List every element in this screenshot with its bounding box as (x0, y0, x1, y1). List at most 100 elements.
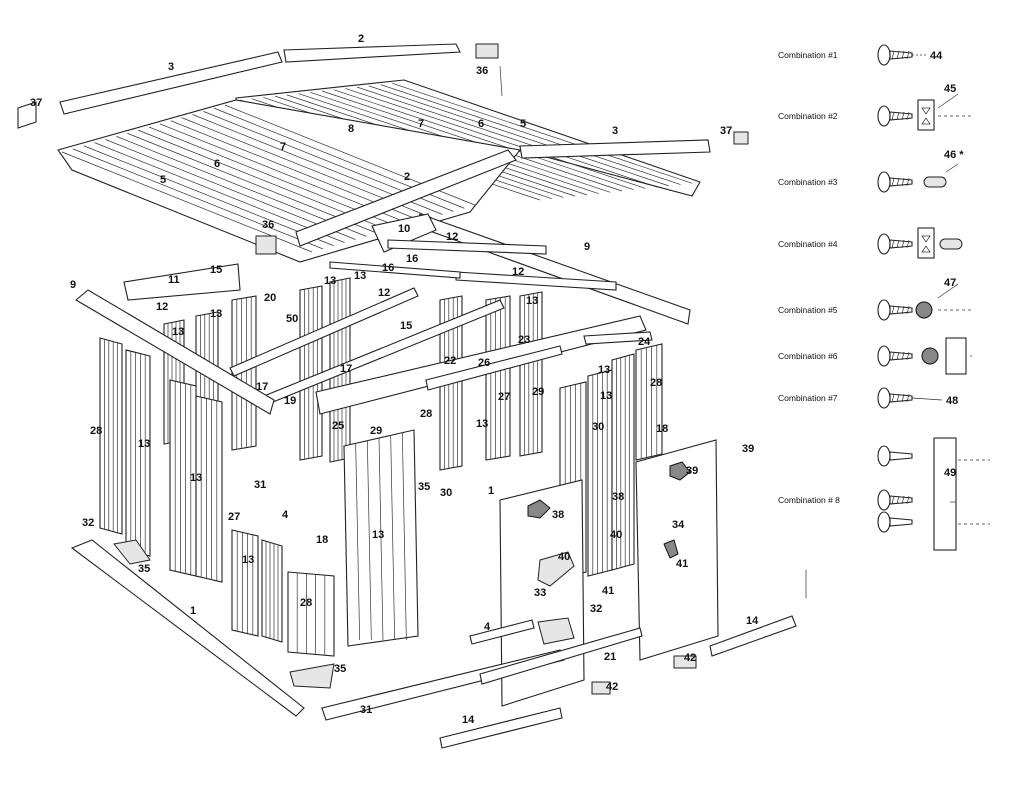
callout-5: 5 (160, 174, 166, 186)
roof-trim-right (519, 139, 711, 159)
callout-24: 24 (638, 336, 651, 348)
callout-29: 29 (370, 425, 382, 437)
callout-35: 35 (138, 563, 150, 575)
combination-part-number: 47 (944, 277, 956, 289)
callout-16: 16 (382, 262, 394, 274)
callout-23: 23 (518, 334, 530, 346)
callout-31: 31 (254, 479, 266, 491)
callout-7: 7 (418, 118, 424, 130)
callout-1: 1 (190, 605, 196, 617)
callout-39: 39 (742, 443, 754, 455)
callout-32: 32 (82, 517, 94, 529)
callout-17: 17 (340, 363, 352, 375)
callout-42: 42 (606, 681, 618, 693)
callout-13: 13 (600, 390, 612, 402)
callout-34: 34 (672, 519, 685, 531)
callout-4: 4 (282, 509, 289, 521)
corner-block-top (475, 43, 499, 59)
callout-13: 13 (354, 270, 366, 282)
callout-20: 20 (264, 292, 276, 304)
rafter-front-left (75, 289, 275, 415)
callout-3: 3 (612, 125, 618, 137)
floor-rails (70, 539, 797, 749)
ridge-cap (283, 43, 461, 63)
ridge-beam-front (295, 149, 517, 247)
combination-label: Combination #3 (778, 177, 838, 187)
callout-13: 13 (372, 529, 384, 541)
lock-washer-icon (921, 347, 939, 365)
bracket-right (733, 131, 749, 145)
callout-13: 13 (526, 295, 538, 307)
callout-22: 22 (444, 355, 456, 367)
callout-9: 9 (70, 279, 76, 291)
combination-part-number: 48 (946, 395, 958, 407)
combination-part-number: 46 * (944, 149, 964, 161)
callout-18: 18 (656, 423, 668, 435)
lock-washer-icon (915, 301, 933, 319)
sleeve-nut-icon (923, 176, 947, 188)
callout-27: 27 (228, 511, 240, 523)
callout-41: 41 (602, 585, 614, 597)
leader-lines (499, 65, 959, 503)
callout-38: 38 (612, 491, 624, 503)
door-left (499, 479, 611, 707)
screw-icon (877, 387, 891, 409)
callout-28: 28 (300, 597, 312, 609)
combination-label: Combination #5 (778, 305, 838, 315)
callout-32: 32 (590, 603, 602, 615)
callout-19: 19 (284, 395, 296, 407)
combination-part-number: 45 (944, 83, 956, 95)
callout-40: 40 (558, 551, 570, 563)
screw-icon (877, 44, 891, 66)
callout-2: 2 (358, 33, 364, 45)
callout-14: 14 (746, 615, 759, 627)
callout-13: 13 (190, 472, 202, 484)
callout-35: 35 (418, 481, 430, 493)
combination-part-number: 44 (930, 50, 943, 62)
callout-40: 40 (610, 529, 622, 541)
callout-14: 14 (462, 714, 475, 726)
callout-28: 28 (90, 425, 102, 437)
callout-41: 41 (676, 558, 688, 570)
callout-6: 6 (478, 118, 484, 130)
callout-3: 3 (168, 61, 174, 73)
callout-13: 13 (210, 308, 222, 320)
callout-29: 29 (532, 386, 544, 398)
callout-26: 26 (478, 357, 490, 369)
callout-11: 11 (168, 274, 180, 286)
callout-13: 13 (138, 438, 150, 450)
clip-plate-icon (917, 227, 935, 259)
callout-36: 36 (476, 65, 488, 77)
callout-4: 4 (484, 621, 491, 633)
corner-block-lower (255, 235, 277, 255)
callout-12: 12 (378, 287, 390, 299)
callout-30: 30 (440, 487, 452, 499)
callout-33: 33 (534, 587, 546, 599)
callout-21: 21 (604, 651, 616, 663)
callout-17: 17 (256, 381, 268, 393)
callout-13: 13 (242, 554, 254, 566)
combination-label: Combination #6 (778, 351, 838, 361)
callout-5: 5 (520, 118, 526, 130)
callout-28: 28 (420, 408, 432, 420)
screw-icon (877, 105, 891, 127)
callout-13: 13 (172, 326, 184, 338)
callout-28: 28 (650, 377, 662, 389)
screw-icon (877, 299, 891, 321)
callout-15: 15 (210, 264, 222, 276)
callout-36: 36 (262, 219, 274, 231)
frame-braces (123, 239, 617, 405)
callout-13: 13 (598, 364, 610, 376)
roof-trim-left (59, 51, 283, 115)
callout-8: 8 (348, 123, 354, 135)
clip-strip-icon (933, 437, 957, 551)
callout-39: 39 (686, 465, 698, 477)
combination-part-number: 49 (944, 467, 956, 479)
callout-13: 13 (476, 418, 488, 430)
callout-38: 38 (552, 509, 564, 521)
combination-label: Combination #1 (778, 50, 838, 60)
callout-35: 35 (334, 663, 346, 675)
